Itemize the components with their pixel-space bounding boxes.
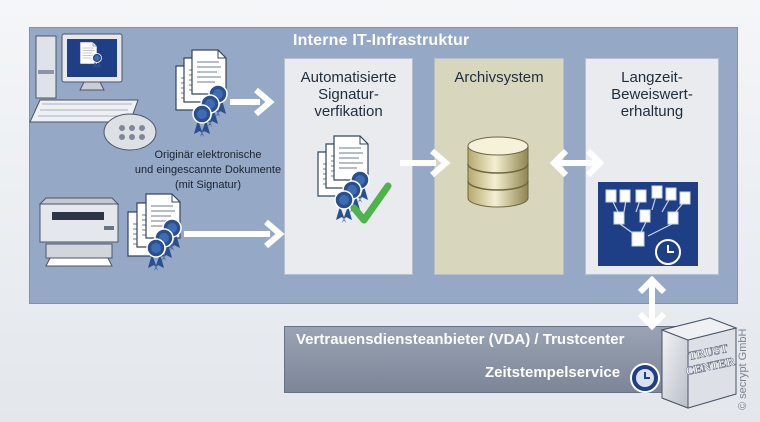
signed-documents-icon-bottom: [127, 193, 182, 272]
source-label-line-1: Originär elektronische: [154, 149, 262, 161]
signature-verification-panel: Automatisierte Signatur- verfikation: [284, 58, 413, 275]
hash-tree-icon: [598, 182, 698, 266]
verification-title-line-2: Signatur-: [318, 86, 379, 103]
source-documents-label: Originär elektronische und eingescannte …: [133, 148, 283, 193]
arrow-archive-longterm-bidirectional: [549, 148, 605, 178]
database-icon: [467, 136, 529, 208]
vda-title: Vertrauensdiensteanbieter (VDA) / Trustc…: [296, 331, 625, 348]
arrow-to-verification-top: [230, 87, 275, 117]
verification-title-line-1: Automatisierte: [300, 69, 397, 86]
arrow-to-verification-bottom: [184, 219, 285, 249]
clock-icon: [630, 363, 660, 393]
longterm-title-line-3: erhaltung: [620, 103, 684, 120]
verification-title-line-3: verfikation: [314, 103, 383, 120]
infra-title: Interne IT-Infrastruktur: [293, 32, 470, 49]
source-label-line-3: (mit Signatur): [174, 179, 242, 191]
desktop-computer-icon: [29, 33, 157, 151]
archive-title: Archivsystem: [454, 69, 544, 86]
trust-service-provider-bar: [284, 326, 699, 393]
arrow-longterm-trustcenter-bidirectional: [637, 275, 667, 331]
longterm-title-line-1: Langzeit-: [621, 69, 683, 86]
longterm-title-line-2: Beweiswert-: [611, 86, 693, 103]
checkmark-icon: [350, 182, 392, 224]
copyright-notice: © secrypt GmbH: [737, 328, 749, 410]
verified-documents-icon: [317, 135, 370, 224]
signed-documents-icon-top: [175, 49, 228, 138]
scanner-icon: [38, 197, 120, 267]
timestamp-service-label: Zeitstempelservice: [485, 364, 621, 381]
trust-center-building-icon: TRUST CENTER: [660, 317, 738, 409]
arrow-to-archive: [400, 148, 451, 178]
source-label-line-2: und eingescannte Dokumente: [134, 164, 282, 176]
